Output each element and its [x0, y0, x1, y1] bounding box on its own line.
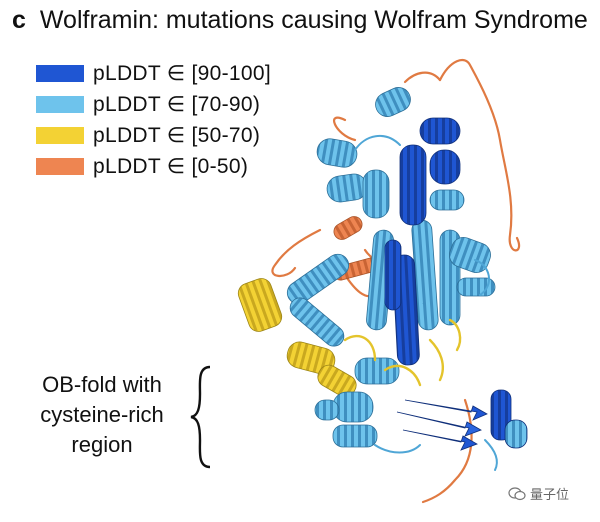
- legend-item-low: pLDDT ∈ [50-70): [36, 120, 271, 151]
- wechat-icon: [508, 486, 526, 500]
- legend-item-confident: pLDDT ∈ [70-90): [36, 89, 271, 120]
- watermark: 量子位: [508, 484, 569, 503]
- legend-swatch: [36, 65, 84, 82]
- region-label-line: region: [71, 432, 133, 457]
- figure-title: c Wolframin: mutations causing Wolfram Sy…: [12, 6, 588, 35]
- legend-label: pLDDT ∈ [0-50): [93, 155, 249, 178]
- region-label-line: cysteine-rich: [40, 402, 164, 427]
- title-text: Wolframin: mutations causing Wolfram Syn…: [39, 6, 588, 34]
- region-label-line: OB-fold with: [42, 372, 162, 397]
- curly-brace-icon: [190, 365, 211, 469]
- ob-fold-region-label: OB-fold with cysteine-rich region: [22, 370, 182, 460]
- legend-item-very-low: pLDDT ∈ [0-50): [36, 151, 271, 182]
- watermark-text: 量子位: [530, 487, 570, 502]
- panel-letter: c: [12, 6, 26, 34]
- protein-structure-image: [237, 58, 528, 504]
- legend-label: pLDDT ∈ [90-100]: [93, 62, 271, 85]
- legend-swatch: [36, 96, 84, 113]
- legend-item-very-high: pLDDT ∈ [90-100]: [36, 58, 271, 89]
- legend-swatch: [36, 158, 84, 175]
- legend-swatch: [36, 127, 84, 144]
- legend: pLDDT ∈ [90-100] pLDDT ∈ [70-90) pLDDT ∈…: [36, 58, 271, 182]
- legend-label: pLDDT ∈ [70-90): [93, 93, 261, 116]
- legend-label: pLDDT ∈ [50-70): [93, 124, 261, 147]
